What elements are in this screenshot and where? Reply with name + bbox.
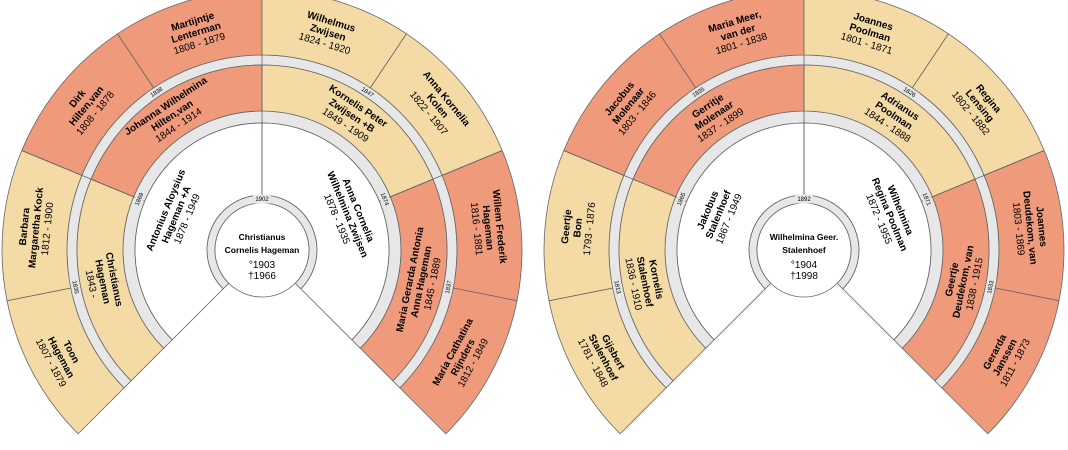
- marriage-year-root-bg: [795, 194, 813, 204]
- marriage-year-father-bg: [673, 189, 689, 210]
- marriage-year-paternal-grandfather: 1813: [612, 280, 621, 295]
- root-name-line: Cornelis Hageman: [225, 245, 300, 255]
- marriage-year-mother-bg: [919, 189, 935, 210]
- marriage-year-father: 1869: [135, 192, 146, 207]
- marriage-year-paternal-grandfather-bg: [69, 277, 82, 297]
- marriage-year-maternal-grandfather-bg: [899, 83, 920, 101]
- root-birth: °1903: [249, 260, 276, 271]
- root-person-dates: °1903†1966: [248, 260, 276, 282]
- ancestor-sector-maternal_grandmother[interactable]: [359, 178, 448, 382]
- ancestor-sector-ggm4[interactable]: [399, 287, 518, 435]
- marriage-year-root: 1902: [255, 197, 269, 203]
- marriage-year-father: 1865: [677, 192, 688, 207]
- person-dates: 1812 - 1900: [40, 201, 56, 256]
- root-person-name: Wilhelmina Geer. Stalenhoef: [770, 232, 838, 255]
- root-name-line: Christianus: [239, 232, 286, 242]
- divider-line: [921, 150, 1045, 202]
- ancestor-sector-father[interactable]: [134, 122, 263, 341]
- divider-line: [563, 150, 687, 202]
- marriage-year-paternal-grandfather: 1835: [70, 280, 79, 295]
- person-name-line: Joannes: [1033, 206, 1048, 248]
- ancestor-sector-father[interactable]: [676, 122, 805, 341]
- ancestor-sector-ggm4[interactable]: [941, 287, 1060, 435]
- marriage-year-maternal-grandmother: 1837: [445, 279, 454, 294]
- person-dates: 1843 -: [83, 269, 99, 299]
- marriage-year-paternal-grandfather-bg: [611, 277, 624, 297]
- ancestor-label-ggm1: BarbaraMargaretha Kock1812 - 1900: [16, 185, 58, 270]
- ancestor-sector-mother[interactable]: [261, 122, 390, 341]
- root-name-line: Wilhelmina Geer.: [770, 232, 838, 242]
- marriage-year-paternal-grandmother-bg: [688, 83, 709, 101]
- divider-line: [21, 150, 145, 202]
- root-name-line: Stalenhoef: [782, 245, 826, 255]
- marriage-year-paternal-grandmother-bg: [146, 83, 167, 101]
- root-person-dates: °1904†1998: [790, 260, 818, 282]
- marriage-year-maternal-grandmother: 1833: [987, 279, 996, 294]
- ancestor-sector-mother[interactable]: [803, 122, 932, 341]
- divider-line: [379, 150, 503, 202]
- person-name-line: Hageman: [480, 205, 495, 251]
- person-dates: 1793 - 1876: [582, 201, 598, 256]
- fan-chart-2: Wilhelmina Geer.Stalenhoef°1904†1998Jako…: [543, 0, 1065, 435]
- ancestor-sector-ggm2[interactable]: [116, 0, 263, 89]
- marriage-year-maternal-grandfather-bg: [357, 83, 378, 101]
- ancestor-sector-maternal_grandmother[interactable]: [901, 178, 990, 382]
- ancestor-label-ggf4: JoannesDeudekom, van1803 - 1869: [1009, 189, 1050, 266]
- person-dates: 1803 - 1869: [1010, 202, 1026, 257]
- marriage-year-mother: 1874: [379, 192, 390, 207]
- ancestor-label-ggm1: GeertjeBon1793 - 1876: [559, 199, 598, 256]
- root-death: †1998: [790, 271, 818, 282]
- person-name-line: Barbara: [18, 207, 33, 246]
- root-birth: °1904: [791, 260, 818, 271]
- root-death: †1966: [248, 271, 276, 282]
- marriage-year-mother: 1871: [921, 192, 932, 207]
- ancestor-sector-ggm2[interactable]: [658, 0, 805, 89]
- ancestor-label-maternal_grandmother: GeertjeDeudekom, van1838 - 1915: [940, 242, 988, 321]
- ancestor-label-ggf4: Willem FrederikHageman1816 - 1881: [467, 189, 508, 267]
- person-name-line: Geertje: [560, 209, 574, 245]
- person-name-line: Bon: [572, 218, 585, 238]
- marriage-year-mother-bg: [377, 189, 393, 210]
- marriage-year-root: 1892: [797, 197, 811, 203]
- marriage-year-root-bg: [253, 194, 271, 204]
- marriage-year-father-bg: [131, 189, 147, 210]
- marriage-year-maternal-grandmother-bg: [442, 277, 455, 297]
- marriage-year-maternal-grandmother-bg: [984, 277, 997, 297]
- person-dates: 1816 - 1881: [468, 202, 484, 257]
